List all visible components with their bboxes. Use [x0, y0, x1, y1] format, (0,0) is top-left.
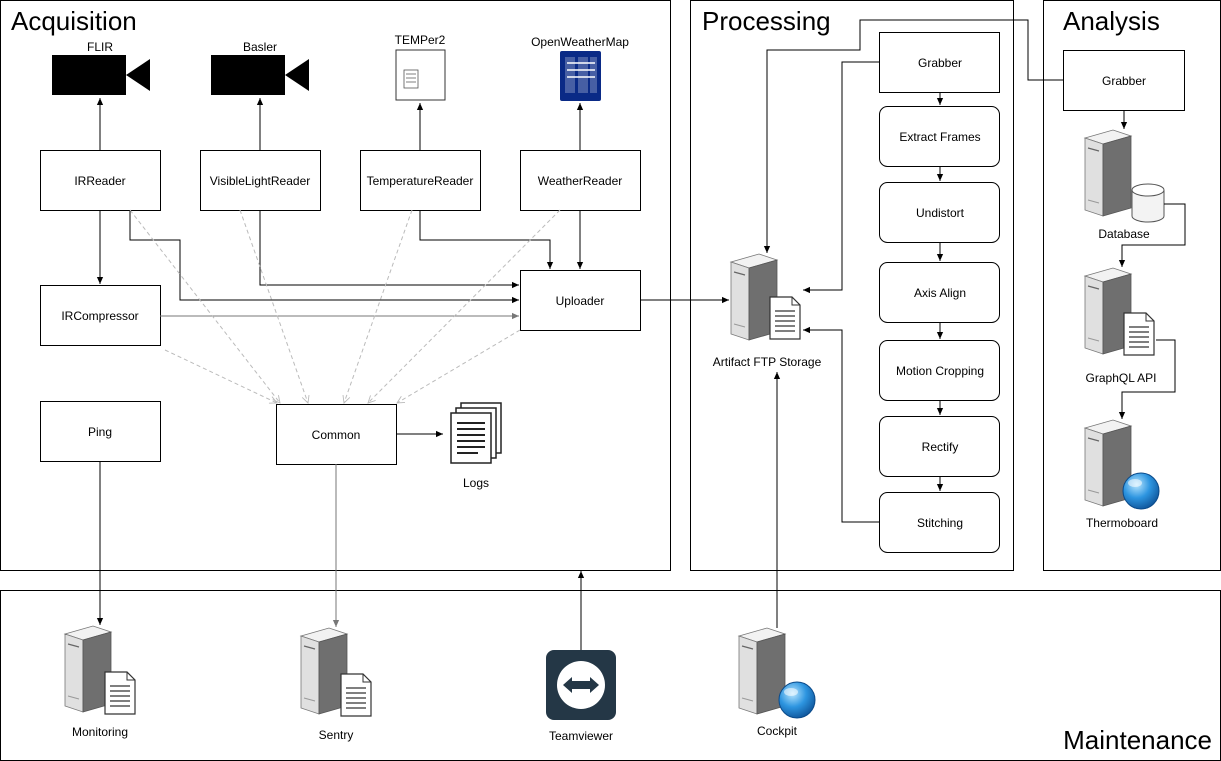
visiblelightreader-label: VisibleLightReader: [210, 174, 311, 188]
pipeline-step-axis-align: Axis Align: [879, 262, 1000, 323]
database-cylinder-icon: [1131, 183, 1165, 223]
pipeline-step-grabber: Grabber: [879, 32, 1000, 93]
common-node: Common: [276, 404, 397, 465]
globe-icon: [1122, 472, 1160, 510]
pipeline-step-rectify: Rectify: [879, 416, 1000, 477]
flir-device: FLIR: [52, 40, 150, 95]
sentry-server-icon: [300, 627, 348, 715]
irreader-node: IRReader: [40, 150, 161, 211]
pipeline-step-stitching: Stitching: [879, 492, 1000, 553]
pipeline-step-label: Axis Align: [914, 286, 966, 300]
graphql-node: GraphQL API: [1084, 267, 1157, 385]
edge-analysis-grabber-ftp: [763, 19, 1063, 253]
pipeline-step-extract-frames: Extract Frames: [879, 106, 1000, 167]
graphql-label: GraphQL API: [1086, 371, 1157, 385]
ircompressor-node: IRCompressor: [40, 285, 161, 346]
maintenance-title: Maintenance: [1063, 725, 1212, 755]
edge-uploader-common: [397, 329, 521, 403]
thermometer-device-icon: [395, 49, 446, 101]
cockpit-label: Cockpit: [757, 724, 798, 738]
globe-icon: [778, 681, 816, 719]
uploader-label: Uploader: [556, 294, 605, 308]
visiblelightreader-node: VisibleLightReader: [200, 150, 321, 211]
sentry-node: Sentry: [300, 627, 372, 742]
sentry-document-icon: [340, 673, 372, 717]
temper-label: TEMPer2: [395, 33, 446, 47]
teamviewer-node: Teamviewer: [546, 650, 616, 743]
monitoring-server-icon: [64, 625, 112, 713]
processing-edges: [640, 19, 1063, 523]
thermoboard-label: Thermoboard: [1086, 516, 1158, 530]
analysis-title: Analysis: [1063, 6, 1160, 36]
pipeline-step-label: Grabber: [918, 56, 962, 70]
edge-visiblelightreader-common: [239, 209, 308, 403]
sentry-label: Sentry: [319, 728, 354, 742]
graphql-document-icon: [1123, 312, 1155, 356]
monitoring-node: Monitoring: [64, 625, 136, 739]
basler-device: Basler: [211, 40, 309, 95]
pipeline-step-undistort: Undistort: [879, 182, 1000, 243]
analysis-grabber-node: Grabber: [1063, 50, 1185, 111]
pipeline-step-label: Extract Frames: [899, 130, 980, 144]
edge-temperaturereader-common: [344, 209, 413, 403]
pipeline-step-label: Motion Cropping: [896, 364, 984, 378]
pipeline-step-motion-cropping: Motion Cropping: [879, 340, 1000, 401]
basler-label: Basler: [243, 40, 277, 54]
processing-pipeline: Grabber Extract Frames Undistort Axis Al…: [879, 32, 1000, 553]
analysis-grabber-label: Grabber: [1102, 74, 1146, 88]
edge-weatherreader-common: [368, 209, 561, 403]
acquisition-edges: [96, 98, 584, 438]
edge-visiblelightreader-uploader: [259, 210, 519, 289]
edge-grabber-ftp: [803, 61, 879, 294]
pipeline-step-label: Stitching: [917, 516, 963, 530]
teamviewer-icon: [546, 650, 616, 720]
maintenance-edges: [96, 372, 781, 650]
ping-node: Ping: [40, 401, 161, 462]
artifact-ftp-storage: Artifact FTP Storage: [713, 253, 822, 369]
cockpit-node: Cockpit: [738, 627, 816, 738]
weatherreader-label: WeatherReader: [538, 174, 623, 188]
logs-label: Logs: [463, 476, 489, 490]
thermoboard-node: Thermoboard: [1084, 419, 1160, 530]
flir-label: FLIR: [87, 40, 113, 54]
teamviewer-label: Teamviewer: [549, 729, 613, 743]
edge-irreader-common: [129, 209, 280, 403]
openweathermap-label: OpenWeatherMap: [531, 35, 629, 49]
uploader-node: Uploader: [520, 270, 641, 331]
database-server-icon: [1084, 129, 1132, 217]
edge-database-graphql: [1118, 203, 1186, 267]
edge-temperaturereader-uploader: [419, 210, 554, 269]
edge-stitching-ftp: [803, 326, 879, 523]
ftp-document-icon: [769, 296, 801, 340]
logs-documents-icon: [450, 402, 502, 464]
common-label: Common: [312, 428, 361, 442]
artifact-ftp-storage-label: Artifact FTP Storage: [713, 355, 822, 369]
logs-node: Logs: [450, 402, 502, 490]
temperaturereader-label: TemperatureReader: [367, 174, 474, 188]
ircompressor-label: IRCompressor: [61, 309, 138, 323]
temperaturereader-node: TemperatureReader: [360, 150, 481, 211]
weatherreader-node: WeatherReader: [520, 150, 641, 211]
cockpit-server-icon: [738, 627, 786, 715]
irreader-label: IRReader: [74, 174, 125, 188]
database-node: Database: [1084, 129, 1165, 241]
pipeline-step-label: Rectify: [922, 440, 959, 454]
openweathermap-icon: [560, 51, 601, 101]
edge-graphql-thermoboard: [1118, 339, 1176, 419]
temper-device: TEMPer2: [395, 33, 446, 101]
edge-irreader-uploader: [129, 210, 519, 304]
monitoring-label: Monitoring: [72, 725, 128, 739]
pipeline-step-label: Undistort: [916, 206, 965, 220]
processing-title: Processing: [702, 6, 831, 36]
monitoring-document-icon: [104, 671, 136, 715]
openweathermap-device: OpenWeatherMap: [531, 35, 629, 101]
analysis-edges: [1118, 111, 1186, 419]
database-label: Database: [1098, 227, 1150, 241]
ping-label: Ping: [88, 425, 112, 439]
acquisition-title: Acquisition: [11, 6, 137, 36]
